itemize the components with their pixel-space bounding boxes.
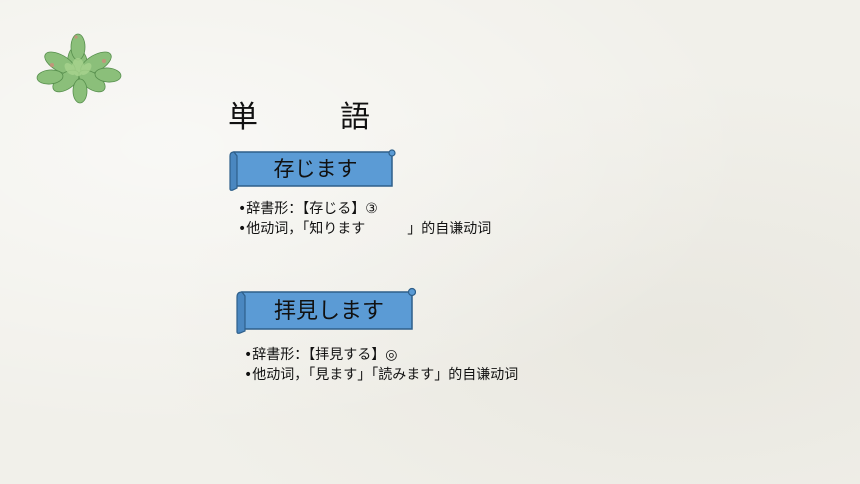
page-title: 単 語 xyxy=(228,100,396,135)
word-details-zonjimasu: •辞書形：【存じる】③ •他动词，「知ります 」的自谦动词 xyxy=(238,199,491,239)
scroll-banner-shape xyxy=(236,287,416,334)
usage-line: •他动词，「見ます」「読みます」的自谦动词 xyxy=(244,367,519,383)
word-label: 拝見します xyxy=(273,298,384,324)
word-details-haikenshimasu: •辞書形：【拝見する】◎ •他动词，「見ます」「読みます」的自谦动词 xyxy=(244,345,518,385)
succulent-decoration xyxy=(36,33,122,104)
word-banner-zonjimasu: 存じます xyxy=(229,149,396,191)
word-banner-haikenshimasu: 拝見します xyxy=(236,287,416,334)
usage-line: •他动词，「知ります 」的自谦动词 xyxy=(238,221,492,237)
word-label: 存じます xyxy=(273,157,358,181)
scroll-banner-shape xyxy=(229,149,396,191)
dictionary-form-line: •辞書形：【拝見する】◎ xyxy=(244,347,398,363)
dictionary-form-line: •辞書形：【存じる】③ xyxy=(238,201,378,217)
